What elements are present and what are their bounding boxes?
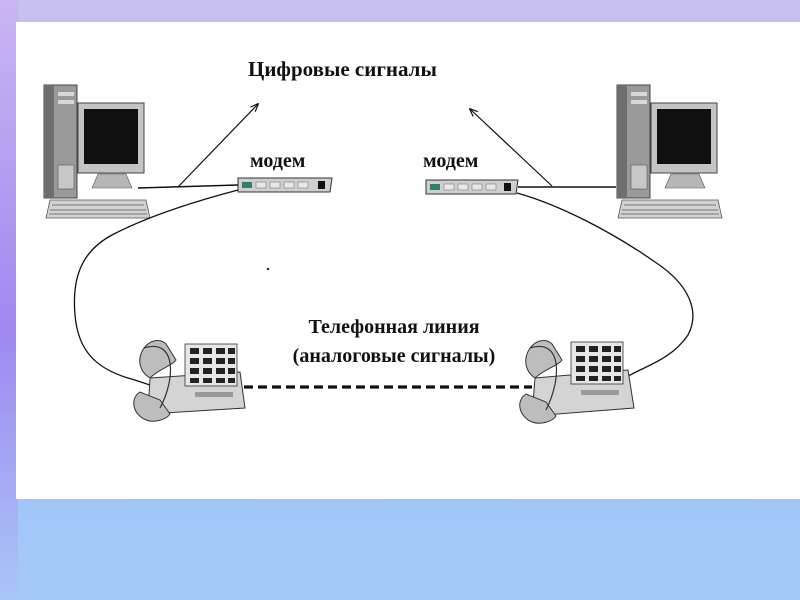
modem-left-icon [237,177,333,193]
telephone-left-icon [133,340,246,422]
digital-signal-arrow-left [177,104,258,188]
computer-right-icon [616,84,723,219]
digital-signals-title: Цифровые сигналы [248,57,437,81]
phone-line-label: Телефонная линия [308,316,480,338]
cable-left-computer-modem [137,184,239,189]
modem-right-label: модем [423,150,479,172]
modem-right-icon [425,179,519,195]
computer-left-icon [43,84,151,219]
telephone-right-icon [519,340,635,424]
digital-signal-arrow-right [470,109,553,187]
analog-signals-label: (аналоговые сигналы) [292,345,496,367]
dot-mark [266,267,270,271]
slide-left-accent [0,0,18,600]
modem-left-label: модем [250,150,306,172]
cable-left-modem-phone [73,189,239,389]
cable-right-modem-phone [516,192,694,381]
